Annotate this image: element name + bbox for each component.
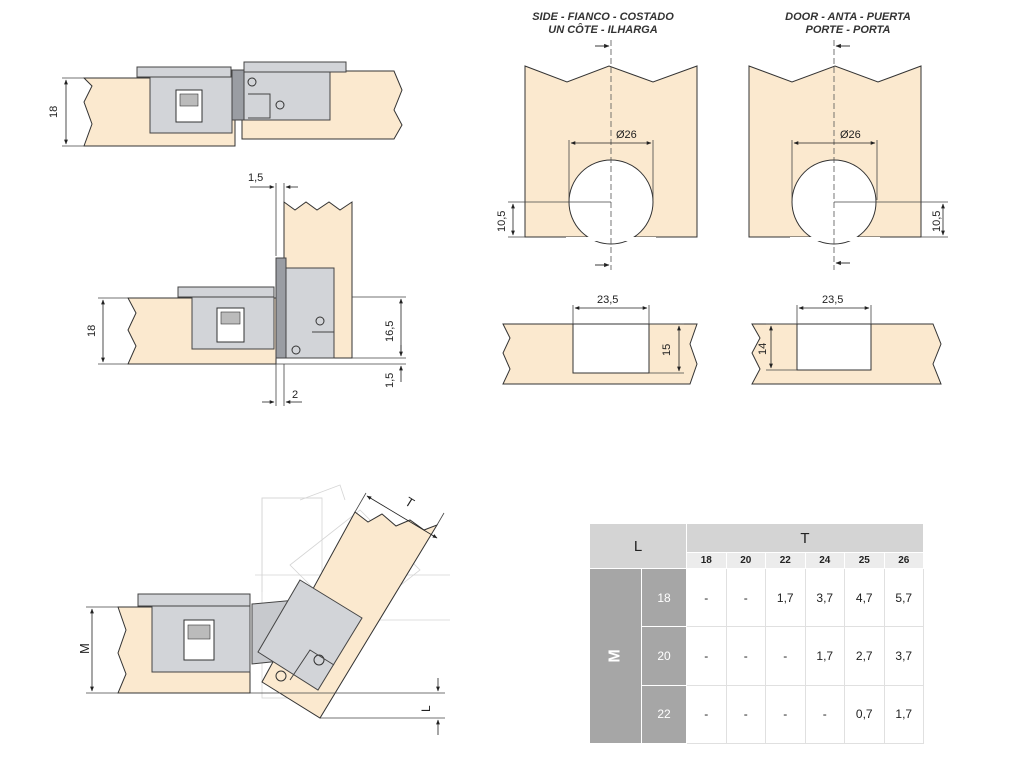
table-row: 22 - - - - 0,7 1,7 [590, 684, 924, 745]
opening-hinge-view: M T L [77, 484, 450, 735]
dim-thickness-T: T [402, 494, 417, 511]
table-corner-label: L [589, 523, 687, 569]
title-side-line1: SIDE - FIANCO - COSTADO [532, 11, 674, 23]
table-cell: 3,7 [883, 626, 924, 686]
dim-closed-thickness: 18 [48, 106, 60, 118]
table-cell: 2,7 [844, 626, 885, 686]
dim-pocket-depth-door: 14 [757, 343, 769, 355]
dim-offset-2: 2 [292, 389, 298, 401]
table-cell: 1,7 [883, 684, 924, 745]
table-cell: - [725, 626, 766, 686]
table-cell: 4,7 [844, 567, 885, 628]
table-cell: - [765, 684, 806, 745]
dim-gap-top: 1,5 [248, 172, 263, 184]
clearance-table: L T 18 20 22 24 25 26 M 18 - - 1,7 3,7 4… [589, 523, 924, 745]
t-value: 25 [844, 552, 885, 569]
table-cell: - [725, 567, 766, 628]
table-cell: - [686, 684, 727, 745]
title-side-line2: UN CÔTE - ILHARGA [548, 23, 657, 36]
dim-height-1-5: 1,5 [384, 373, 396, 388]
table-cell: 1,7 [804, 626, 845, 686]
t-value: 26 [883, 552, 924, 569]
table-cell: - [765, 626, 806, 686]
table-cell: - [804, 684, 845, 745]
title-door-line2: PORTE - PORTA [806, 24, 891, 36]
dim-hole-diameter-door: Ø26 [840, 129, 861, 141]
dim-thickness-M: M [77, 643, 92, 654]
m-label-text: M [606, 649, 624, 663]
table-cell: 0,7 [844, 684, 885, 745]
m-value: 18 [641, 567, 687, 628]
title-door-line1: DOOR - ANTA - PUERTA [785, 11, 911, 23]
table-cell: - [686, 626, 727, 686]
table-cell: 3,7 [804, 567, 845, 628]
table-row: 20 - - - 1,7 2,7 3,7 [590, 626, 924, 686]
dim-side-thickness: 18 [86, 325, 98, 337]
table-cell: - [686, 567, 727, 628]
closed-hinge-view: 18 [48, 61, 403, 147]
dim-pocket-depth-side: 15 [661, 344, 673, 356]
dim-pocket-width-door: 23,5 [822, 294, 843, 306]
m-value: 20 [641, 626, 687, 686]
table-cell: 5,7 [883, 567, 924, 628]
t-value: 18 [686, 552, 727, 569]
drilling-door-view: DOOR - ANTA - PUERTA PORTE - PORTA Ø26 1… [748, 11, 948, 270]
table-row-group-label: M [589, 568, 642, 744]
table-col-group-label: T [686, 523, 924, 553]
dim-height-16-5: 16,5 [384, 321, 396, 342]
t-value: 24 [804, 552, 845, 569]
table-row: M 18 - - 1,7 3,7 4,7 5,7 [589, 567, 924, 744]
t-value: 20 [725, 552, 766, 569]
t-value: 22 [765, 552, 806, 569]
dim-hole-offset-side: 10,5 [496, 211, 508, 232]
table-cell: - [725, 684, 766, 745]
pocket-side-section: 23,5 15 [502, 294, 698, 385]
ninety-degree-hinge-view: 18 1,5 16,5 1,5 2 [86, 172, 406, 406]
pocket-door-section: 23,5 14 [751, 294, 942, 385]
dim-offset-L: L [419, 705, 433, 712]
drilling-side-view: SIDE - FIANCO - COSTADO UN CÔTE - ILHARG… [496, 11, 698, 270]
dim-pocket-width-side: 23,5 [597, 294, 618, 306]
dim-hole-offset-door: 10,5 [931, 211, 943, 232]
table-cell: 1,7 [765, 567, 806, 628]
m-value: 22 [641, 684, 687, 745]
dim-hole-diameter-side: Ø26 [616, 129, 637, 141]
